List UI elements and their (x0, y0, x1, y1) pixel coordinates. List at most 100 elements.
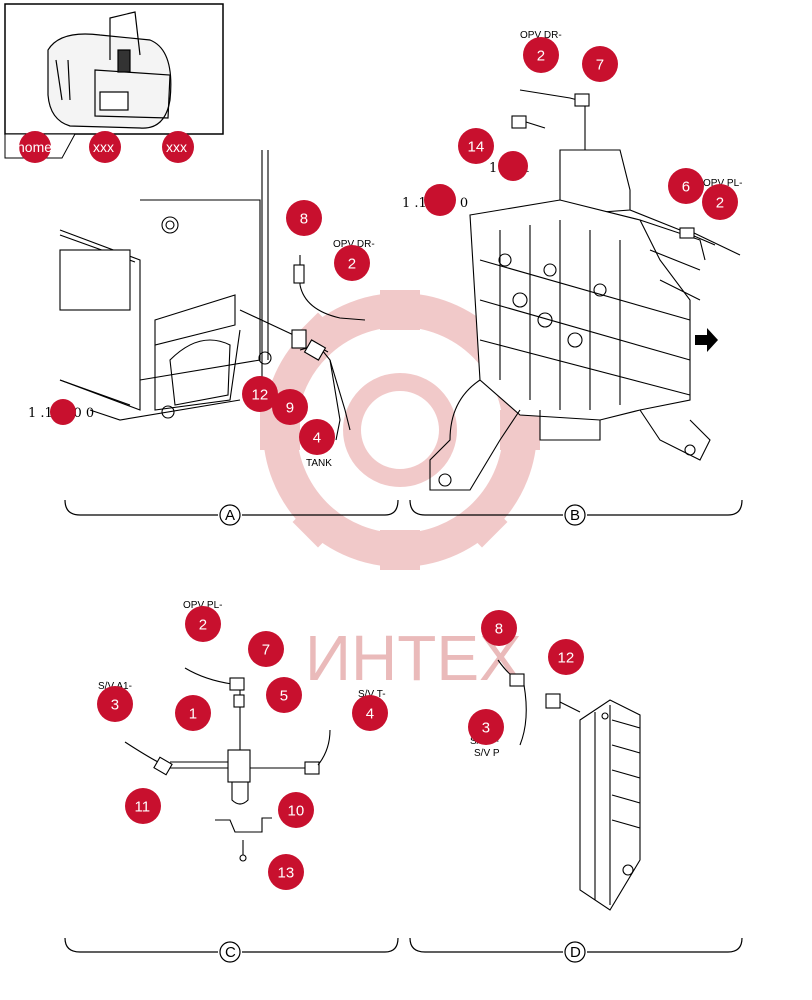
callout-badge (582, 46, 618, 82)
callout-badge (523, 37, 559, 73)
callout-badge (334, 245, 370, 281)
callout-badge (668, 168, 704, 204)
callout-number: 2 (716, 195, 724, 212)
callout-b2top[interactable]: 2 (523, 37, 559, 73)
section-a-drawing (59, 150, 366, 441)
svg-text:C: C (225, 944, 236, 961)
section-brackets-top (64, 499, 743, 516)
callout-c1[interactable]: 1 (175, 695, 211, 731)
home-button[interactable]: home (17, 131, 52, 163)
callout-a8[interactable]: 8 (286, 200, 322, 236)
callout-c2[interactable]: 2 (185, 606, 221, 642)
callout-badge (268, 854, 304, 890)
right-arrow-icon (695, 328, 718, 352)
callout-number: 6 (682, 179, 690, 196)
callout-number: 4 (366, 706, 374, 723)
callout-badge (175, 695, 211, 731)
label-sv-t-c: S/V T- (358, 689, 386, 700)
callout-c10[interactable]: 10 (278, 792, 314, 828)
section-label-a: A (219, 504, 241, 526)
nav-link-1-label: xxx (93, 139, 114, 155)
callout-number: 9 (286, 400, 294, 417)
callout-number: 8 (495, 621, 503, 638)
label-sv-p-d2: S/V P (474, 748, 500, 759)
nav-bar: home xxx xxx (4, 131, 194, 163)
callout-number: 12 (558, 650, 575, 667)
callout-number: 13 (278, 865, 295, 882)
callout-b6[interactable]: 6 (668, 168, 704, 204)
svg-text:D: D (570, 944, 581, 961)
callout-badge (468, 709, 504, 745)
callout-number: 4 (313, 430, 321, 447)
callout-number: 3 (482, 720, 490, 737)
callout-number: 3 (111, 697, 119, 714)
callout-number: 10 (288, 803, 305, 820)
callout-badge (481, 610, 517, 646)
label-opv-dr-b: OPV DR- (520, 30, 562, 41)
callout-number: 5 (280, 688, 288, 705)
ref-b-sub-marker[interactable] (498, 151, 528, 181)
home-label: home (17, 139, 52, 155)
callout-number: 2 (348, 256, 356, 273)
callout-badge (266, 677, 302, 713)
callout-b7[interactable]: 7 (582, 46, 618, 82)
section-c-drawing (124, 667, 331, 862)
callout-d3[interactable]: 3 (468, 709, 504, 745)
callout-badge (352, 695, 388, 731)
callout-badge (548, 639, 584, 675)
callout-number: 7 (596, 57, 604, 74)
callout-d12[interactable]: 12 (548, 639, 584, 675)
callout-badge (272, 389, 308, 425)
machine-thumbnail (4, 3, 224, 135)
callout-c7[interactable]: 7 (248, 631, 284, 667)
section-d-drawing (497, 659, 641, 911)
callout-number: 11 (135, 799, 151, 816)
callout-badge (242, 376, 278, 412)
callout-badge (97, 686, 133, 722)
callout-badge (248, 631, 284, 667)
callout-badge (278, 792, 314, 828)
callout-c4[interactable]: 4 (352, 695, 388, 731)
callout-a9[interactable]: 9 (272, 389, 308, 425)
section-label-d: D (564, 941, 586, 963)
ref-a-marker[interactable] (50, 399, 76, 425)
svg-text:A: A (225, 507, 235, 524)
callout-badge (299, 419, 335, 455)
callout-d8[interactable]: 8 (481, 610, 517, 646)
label-opv-pl-b: OPV PL- (703, 178, 742, 189)
callout-a4[interactable]: 4 (299, 419, 335, 455)
callout-badge (286, 200, 322, 236)
callout-c3[interactable]: 3 (97, 686, 133, 722)
section-label-b: B (564, 504, 586, 526)
callout-number: 8 (300, 211, 308, 228)
callout-badge (125, 788, 161, 824)
callout-number: 7 (262, 642, 270, 659)
callout-c5[interactable]: 5 (266, 677, 302, 713)
callout-c11[interactable]: 11 (125, 788, 161, 824)
callout-number: 2 (537, 48, 545, 65)
callout-number: 1 (189, 706, 197, 723)
callout-b2right[interactable]: 2 (702, 184, 738, 220)
callout-b14[interactable]: 14 (458, 128, 494, 164)
callout-a2[interactable]: 2 (334, 245, 370, 281)
callout-c13[interactable]: 13 (268, 854, 304, 890)
section-b-drawing (429, 89, 741, 491)
callout-number: 2 (199, 617, 207, 634)
callout-badge (185, 606, 221, 642)
section-label-c: C (219, 941, 241, 963)
nav-link-1[interactable]: xxx (89, 131, 121, 163)
label-tank-a: TANK (306, 458, 332, 469)
nav-link-2[interactable]: xxx (162, 131, 194, 163)
callout-badge (458, 128, 494, 164)
callout-number: 14 (468, 139, 485, 156)
nav-link-2-label: xxx (166, 139, 187, 155)
callout-number: 12 (252, 387, 269, 404)
label-opv-pl-c: OPV PL- (183, 600, 222, 611)
svg-text:B: B (570, 507, 580, 524)
section-brackets-bottom (64, 937, 743, 953)
callout-a12[interactable]: 12 (242, 376, 278, 412)
ref-b-marker[interactable] (424, 184, 456, 216)
callout-badge (702, 184, 738, 220)
label-opv-dr-a: OPV DR- (333, 239, 375, 250)
